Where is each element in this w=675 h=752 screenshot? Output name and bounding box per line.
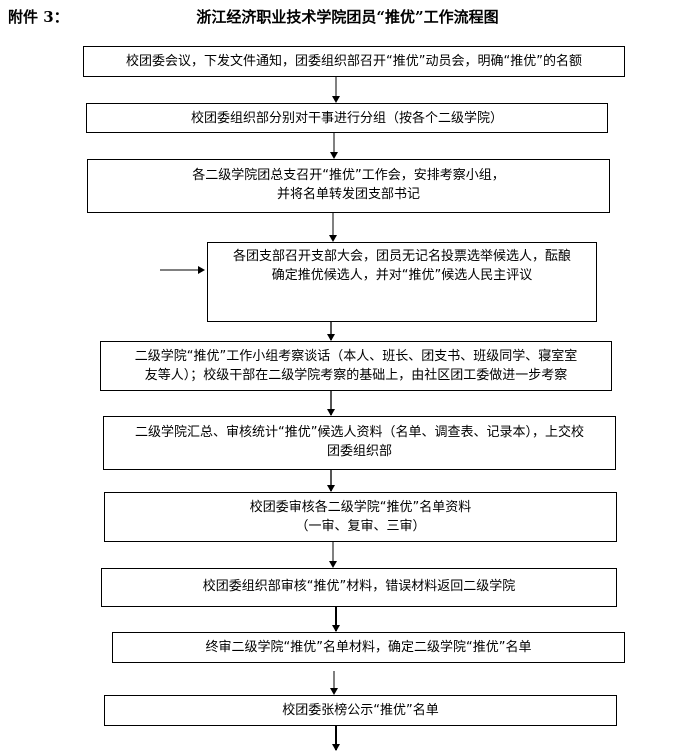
step-10-line-1: 校团委张榜公示“推优”名单 xyxy=(282,703,439,718)
step-9-line-1: 终审二级学院“推优”名单材料，确定二级学院“推优”名单 xyxy=(205,640,532,655)
step-8-line-1: 校团委组织部审核“推优”材料，错误材料返回二级学院 xyxy=(202,579,516,594)
step-5-line-2: 友等人）；校级干部在二级学院考察的基础上，由社区团工委做进一步考察 xyxy=(144,368,568,383)
step-1-line-1: 校团委会议，下发文件通知，团委组织部召开“推优”动员会，明确“推优”的名额 xyxy=(126,54,582,69)
step-3-line-2: 并将名单转发团支部书记 xyxy=(276,187,420,202)
step-3-line-1: 各二级学院团总支召开“推优”工作会，安排考察小组， xyxy=(192,168,505,183)
flow-step-10: 校团委张榜公示“推优”名单 xyxy=(104,695,617,726)
step-6-line-1: 二级学院汇总、审核统计“推优”候选人资料（名单、调查表、记录本），上交校 xyxy=(135,425,584,440)
step-6-line-2: 团委组织部 xyxy=(326,444,392,459)
flow-step-4: 各团支部召开支部大会，团员无记名投票选举候选人，酝酿 确定推优候选人，并对“推优… xyxy=(207,242,597,322)
step-5-line-1: 二级学院“推优”工作小组考察谈话（本人、班长、团支书、班级同学、寝室室 xyxy=(134,349,578,364)
flow-step-3: 各二级学院团总支召开“推优”工作会，安排考察小组， 并将名单转发团支部书记 xyxy=(87,159,610,213)
flow-step-7: 校团委审核各二级学院“推优”名单资料 （一审、复审、三审） xyxy=(104,492,617,542)
step-4-line-1: 各团支部召开支部大会，团员无记名投票选举候选人，酝酿 xyxy=(232,249,571,264)
page-title: 浙江经济职业技术学院团员“推优”工作流程图 xyxy=(196,8,499,26)
step-7-line-2: （一审、复审、三审） xyxy=(295,519,426,534)
step-7-line-1: 校团委审核各二级学院“推优”名单资料 xyxy=(249,500,472,515)
flow-step-1: 校团委会议，下发文件通知，团委组织部召开“推优”动员会，明确“推优”的名额 xyxy=(83,46,625,77)
flow-step-6: 二级学院汇总、审核统计“推优”候选人资料（名单、调查表、记录本），上交校 团委组… xyxy=(103,416,616,470)
step-2-line-1: 校团委组织部分别对干事进行分组（按各个二级学院） xyxy=(190,111,503,126)
annex-label: 附件 3： xyxy=(8,8,69,26)
flow-step-2: 校团委组织部分别对干事进行分组（按各个二级学院） xyxy=(86,103,608,133)
flow-step-5: 二级学院“推优”工作小组考察谈话（本人、班长、团支书、班级同学、寝室室 友等人）… xyxy=(100,341,612,391)
flow-step-8: 校团委组织部审核“推优”材料，错误材料返回二级学院 xyxy=(101,568,617,607)
flow-step-9: 终审二级学院“推优”名单材料，确定二级学院“推优”名单 xyxy=(112,632,625,663)
step-4-line-2: 确定推优候选人，并对“推优”候选人民主评议 xyxy=(271,268,533,283)
